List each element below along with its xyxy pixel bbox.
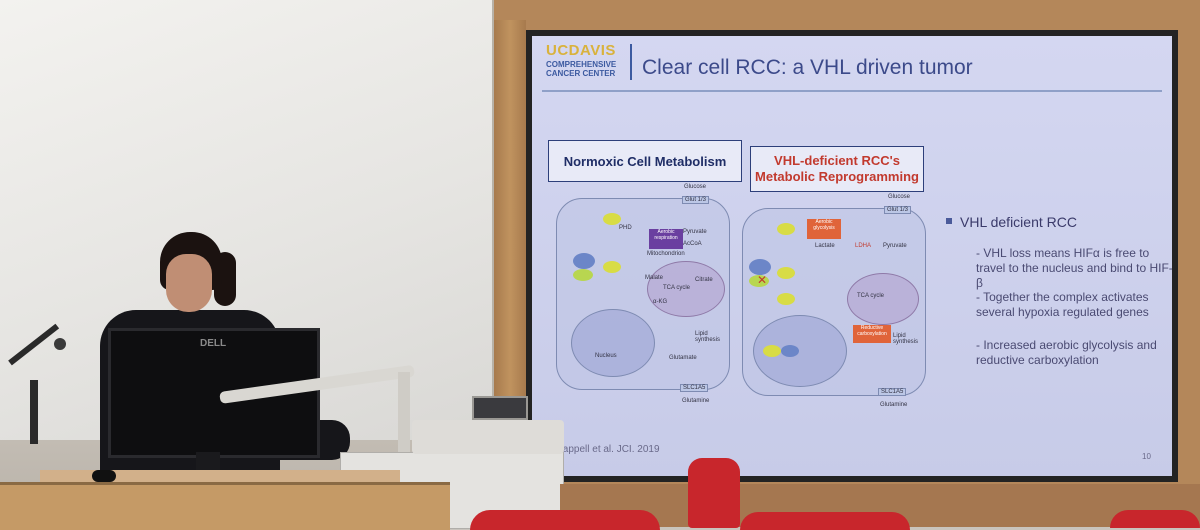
projected-slide: UCDAVIS COMPREHENSIVE CANCER CENTER Clea… <box>532 36 1172 476</box>
red-chair <box>470 510 660 530</box>
bullet-item: - VHL loss means HIFα is free to travel … <box>976 246 1172 290</box>
aerobic-respiration-box: Aerobic respiration <box>649 229 683 249</box>
glutamine-label-left: Glutamine <box>682 398 710 404</box>
slc1a5-label-left: SLC1A5 <box>680 384 709 392</box>
pyruvate-label: Pyruvate <box>883 243 907 249</box>
logo-divider <box>630 44 632 80</box>
tca-label: TCA cycle <box>663 285 691 291</box>
podium-front <box>0 482 450 530</box>
aerobic-glycolysis-box: Aerobic glycolysis <box>807 219 841 239</box>
lactate-label: Lactate <box>815 243 835 249</box>
computer-monitor <box>108 328 320 458</box>
reductive-carboxylation-box: Reductive carboxylation <box>853 325 891 343</box>
mitochondrion-shape <box>647 261 725 317</box>
glut-label-left: Glut 1/3 <box>682 196 710 204</box>
vhl-label-box: VHL-deficient RCC's Metabolic Reprogramm… <box>750 146 924 192</box>
hif-marker <box>777 293 795 305</box>
dell-logo: DELL <box>200 338 227 349</box>
glutamate-label: Glutamate <box>669 355 697 361</box>
speaker-face <box>166 254 212 312</box>
av-console <box>412 420 564 454</box>
vhl-deficient-cell-diagram: Aerobic glycolysis Lactate LDHA Pyruvate… <box>742 208 926 396</box>
bullet-heading: VHL deficient RCC <box>960 214 1077 230</box>
bullet-item: - Together the complex activates several… <box>976 290 1149 319</box>
acetyl-coa-label: AcCoA <box>683 241 702 247</box>
cancer-center-logo-text: COMPREHENSIVE CANCER CENTER <box>546 60 617 78</box>
glucose-label-left: Glucose <box>684 184 707 190</box>
microphone-post <box>30 380 38 444</box>
title-rule <box>542 90 1162 92</box>
ldha-label: LDHA <box>855 243 872 249</box>
bullet-square-icon <box>946 218 952 224</box>
podium-desk <box>40 470 400 484</box>
bullet-text: Together the complex activates several h… <box>976 290 1149 319</box>
nucleus-shape <box>571 309 655 377</box>
microphone-icon <box>54 338 66 350</box>
lipid-label: Lipid synthesis <box>695 331 721 343</box>
mito-label: Mitochondrion <box>647 251 685 257</box>
x-mark-icon: ✕ <box>757 273 768 287</box>
hif-marker <box>763 345 781 357</box>
nucleus-label: Nucleus <box>595 353 617 359</box>
red-chair <box>1110 510 1200 528</box>
slide-page-number: 10 <box>1142 452 1151 461</box>
hif-marker <box>777 223 795 235</box>
slide-title: Clear cell RCC: a VHL driven tumor <box>642 56 973 79</box>
citation: Chappell et al. JCI. 2019 <box>550 444 660 455</box>
normoxic-cell-diagram: Nucleus Mitochondrion TCA cycle Malate C… <box>556 198 730 390</box>
normoxic-label: Normoxic Cell Metabolism <box>563 153 727 169</box>
bullet-item: - Increased aerobic glycolysis and reduc… <box>976 338 1157 367</box>
e3-ligase-shape <box>749 259 771 275</box>
red-chair <box>740 512 910 530</box>
citrate-label: Citrate <box>695 277 713 283</box>
hif-marker <box>603 261 621 273</box>
slc1a5-label-right: SLC1A5 <box>878 388 907 396</box>
hif-beta-marker <box>781 345 799 357</box>
glutamine-label-right: Glutamine <box>880 402 908 408</box>
uc-davis-logo: UCDAVIS <box>546 42 616 59</box>
lipid-label: Lipid synthesis <box>893 333 919 345</box>
pvhl-shape <box>573 269 593 281</box>
phd-label: PHD <box>619 225 632 231</box>
glucose-label-right: Glucose <box>888 194 911 200</box>
bullet-text: VHL loss means HIFα is free to travel to… <box>976 246 1172 290</box>
malate-label: Malate <box>645 275 664 281</box>
hif-marker <box>777 267 795 279</box>
hif-marker <box>603 213 621 225</box>
mouse <box>92 470 116 482</box>
red-chair <box>688 458 740 528</box>
pvhl-shape <box>749 275 769 287</box>
mitochondrion-shape <box>847 273 919 325</box>
bullet-text: Increased aerobic glycolysis and reducti… <box>976 338 1157 367</box>
normoxic-label-box: Normoxic Cell Metabolism <box>548 140 742 182</box>
akg-label: α-KG <box>653 299 668 305</box>
vhl-label-line2: Metabolic Reprogramming <box>755 169 919 184</box>
e3-ligase-shape <box>573 253 595 269</box>
control-tablet <box>472 396 528 420</box>
vhl-label-line1: VHL-deficient RCC's <box>774 153 900 168</box>
glut-label-right: Glut 1/3 <box>884 206 912 214</box>
pyruvate-label: Pyruvate <box>683 229 707 235</box>
tca-label: TCA cycle <box>857 293 885 299</box>
